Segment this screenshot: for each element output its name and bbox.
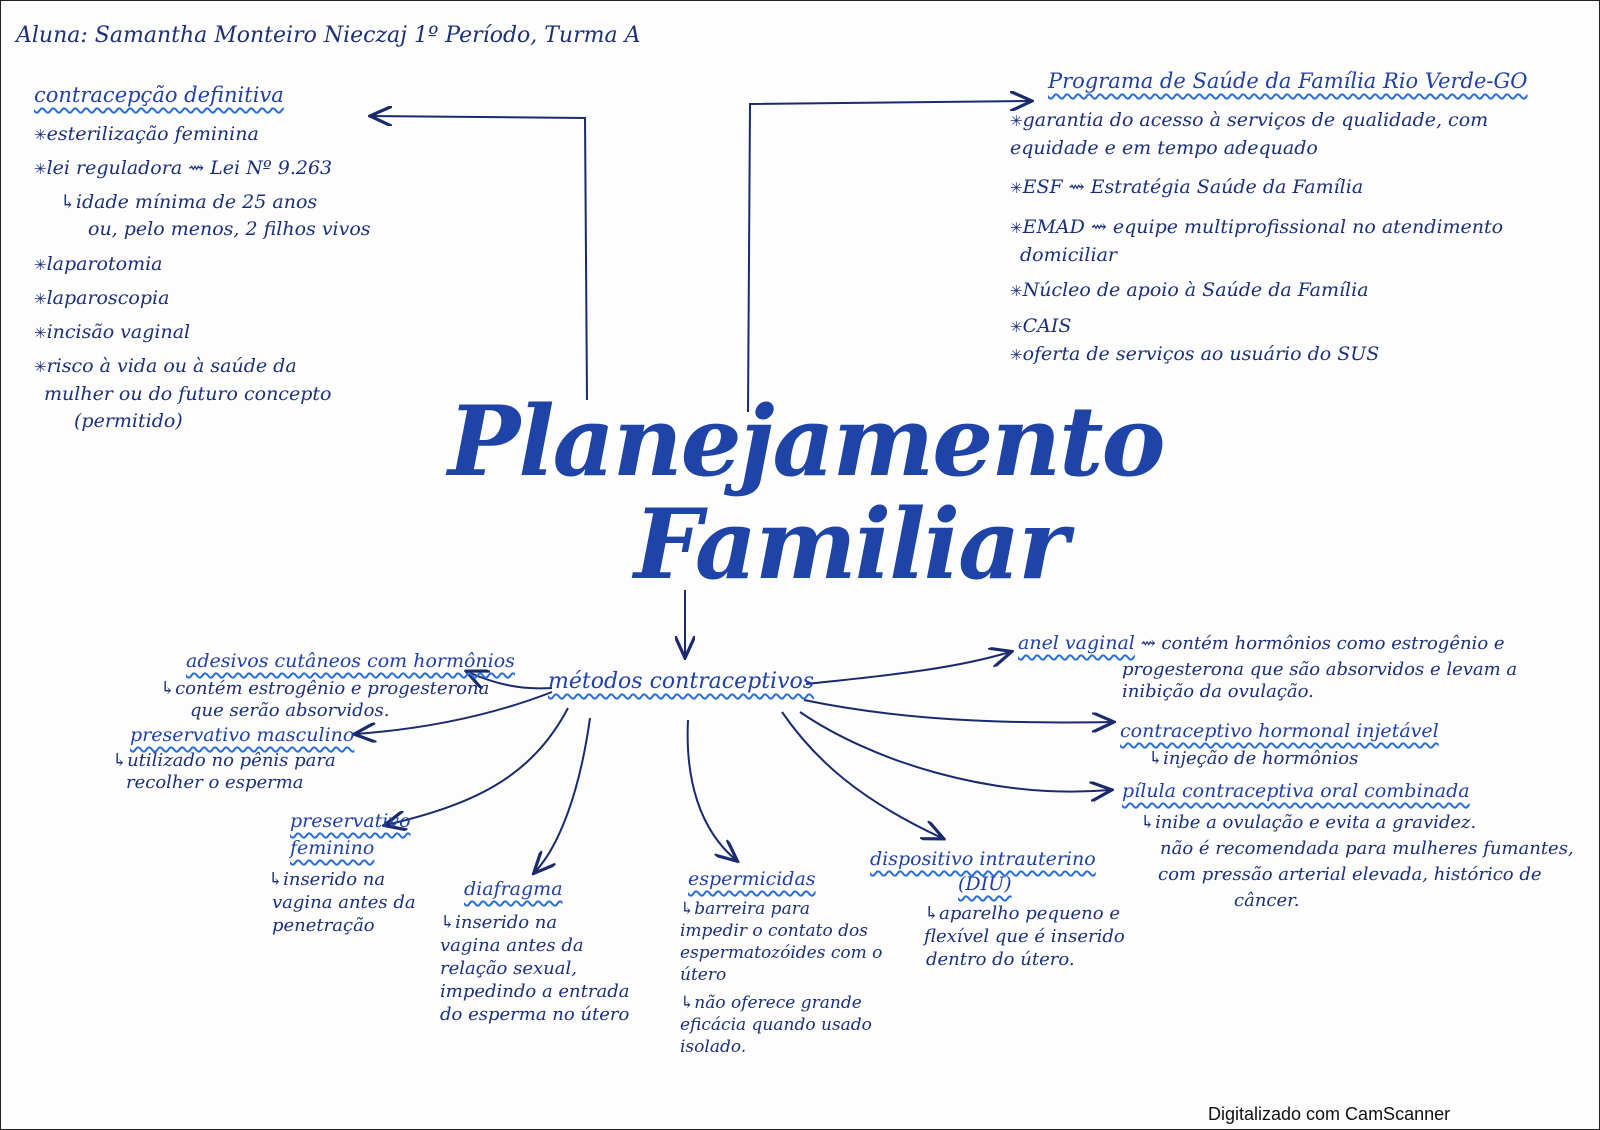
diu-heading: dispositivo intrauterino <box>870 848 1096 870</box>
diu-text: aparelho pequeno e <box>924 902 1125 925</box>
injetavel-heading: contraceptivo hormonal injetável <box>1120 720 1439 742</box>
diu-branch: dispositivo intrauterino (DIU) aparelho … <box>870 848 1125 971</box>
list-item: domiciliar <box>1020 244 1117 266</box>
espermicidas-heading: espermicidas <box>688 868 816 890</box>
list-item: mulher ou do futuro concepto <box>44 383 332 405</box>
preserv-fem-branch: preservativo feminino inserido na vagina… <box>268 810 416 937</box>
anel-text: ⇝ contém hormônios como estrogênio e <box>1140 633 1505 654</box>
diafragma-branch: diafragma inserido na vagina antes da re… <box>440 878 629 1026</box>
espermicidas-branch: espermicidas barreira para impedir o con… <box>680 868 882 1058</box>
title-line-2: Familiar <box>634 488 1069 601</box>
espermicidas-text: isolado. <box>680 1037 747 1057</box>
scanner-watermark: Digitalizado com CamScanner <box>1208 1104 1451 1124</box>
espermicidas-text: barreira para <box>680 898 882 920</box>
list-item: equidade e em tempo adequado <box>1010 137 1318 159</box>
connector-to-espermicidas <box>686 719 736 860</box>
student-header: Aluna: Samantha Monteiro Nieczaj 1º Perí… <box>16 23 641 48</box>
preserv-masc-text: recolher o esperma <box>126 772 304 793</box>
connector-to-pilula <box>799 711 1110 792</box>
pilula-text: inibe a ovulação e evita a gravidez. <box>1140 810 1574 836</box>
preserv-fem-heading-2: feminino <box>290 837 375 859</box>
programa-heading: Programa de Saúde da Família Rio Verde-G… <box>1048 69 1528 93</box>
preserv-masc-text: utilizado no pênis para <box>112 750 354 772</box>
list-item: (permitido) <box>74 410 183 432</box>
diafragma-text: impedindo a entrada <box>440 981 630 1002</box>
pilula-text: não é recomendada para mulheres fumantes… <box>1160 838 1574 859</box>
list-item: incisão vaginal <box>34 319 371 347</box>
diafragma-text: vagina antes da <box>440 935 584 956</box>
anel-branch: anel vaginal ⇝ contém hormônios como est… <box>1018 632 1517 703</box>
injetavel-text: injeção de hormônios <box>1148 748 1439 770</box>
contracepcao-heading: contracepção definitiva <box>34 83 284 107</box>
metodos-heading: métodos contraceptivos <box>548 669 815 694</box>
list-item: risco à vida ou à saúde da <box>34 353 371 381</box>
diu-heading-abbr: (DIU) <box>958 873 1012 895</box>
adesivos-text: contém estrogênio e progesterona <box>160 678 515 700</box>
preserv-fem-text: inserido na <box>268 868 416 891</box>
adesivos-heading: adesivos cutâneos com hormônios <box>186 650 515 672</box>
preserv-fem-text: penetração <box>272 915 375 936</box>
adesivos-branch: adesivos cutâneos com hormônios contém e… <box>160 650 515 722</box>
list-item: EMAD ⇝ equipe multiprofissional no atend… <box>1010 214 1528 242</box>
anel-text: inibição da ovulação. <box>1122 681 1314 702</box>
list-item: oferta de serviços ao usuário do SUS <box>1010 341 1528 369</box>
list-item: laparoscopia <box>34 285 371 313</box>
connector-to-diu <box>781 711 942 838</box>
pilula-text: câncer. <box>1234 890 1300 911</box>
list-item: lei reguladora ⇝ Lei Nº 9.263 <box>34 155 371 183</box>
anel-heading: anel vaginal <box>1018 632 1135 654</box>
diafragma-text: do esperma no útero <box>440 1004 630 1025</box>
list-item: CAIS <box>1010 313 1528 341</box>
espermicidas-text: não oferece grande <box>680 992 882 1014</box>
pilula-text: com pressão arterial elevada, histórico … <box>1158 864 1542 885</box>
connector-to-anel <box>805 652 1010 685</box>
preserv-fem-text: vagina antes da <box>272 892 416 913</box>
preserv-fem-heading-1: preservativo <box>290 810 411 832</box>
connector-to-preserv-fem <box>386 707 569 825</box>
preserv-masc-branch: preservativo masculino utilizado no pêni… <box>112 724 354 794</box>
list-item: ESF ⇝ Estratégia Saúde da Família <box>1010 174 1528 202</box>
espermicidas-text: útero <box>680 965 727 985</box>
anel-text: progesterona que são absorvidos e levam … <box>1122 659 1518 680</box>
espermicidas-text: espermatozóides com o <box>680 943 883 963</box>
diafragma-text: inserido na <box>440 911 629 934</box>
diu-text: dentro do útero. <box>926 949 1075 970</box>
espermicidas-text: eficácia quando usado <box>680 1015 872 1035</box>
espermicidas-text: impedir o contato dos <box>680 921 868 941</box>
diafragma-heading: diafragma <box>464 878 563 900</box>
connector-to-contracepcao <box>372 116 588 401</box>
list-item: Núcleo de apoio à Saúde da Família <box>1010 277 1528 305</box>
pilula-branch: pílula contraceptiva oral combinada inib… <box>1122 778 1574 914</box>
contracepcao-branch: contracepção definitiva esterilização fe… <box>34 82 371 435</box>
title-line-1: Planejamento <box>448 385 1165 498</box>
list-item: laparotomia <box>34 251 371 279</box>
list-item: ou, pelo menos, 2 filhos vivos <box>88 218 371 240</box>
list-item: esterilização feminina <box>34 121 371 149</box>
adesivos-text: que serão absorvidos. <box>190 700 390 721</box>
connector-to-programa <box>747 101 1030 413</box>
connector-to-preserv-masc <box>356 691 553 734</box>
diu-text: flexível que é inserido <box>924 926 1125 947</box>
preserv-masc-heading: preservativo masculino <box>130 724 355 746</box>
connector-to-diafragma <box>535 717 591 872</box>
anel-first-row: anel vaginal ⇝ contém hormônios como est… <box>1018 632 1517 655</box>
programa-branch: Programa de Saúde da Família Rio Verde-G… <box>1010 68 1528 369</box>
list-item: idade mínima de 25 anos <box>60 189 371 216</box>
list-item: garantia do acesso à serviços de qualida… <box>1010 107 1528 135</box>
connector-to-injetavel <box>803 699 1112 722</box>
diafragma-text: relação sexual, <box>440 958 577 979</box>
injetavel-branch: contraceptivo hormonal injetável injeção… <box>1120 720 1439 770</box>
pilula-heading: pílula contraceptiva oral combinada <box>1122 780 1470 802</box>
